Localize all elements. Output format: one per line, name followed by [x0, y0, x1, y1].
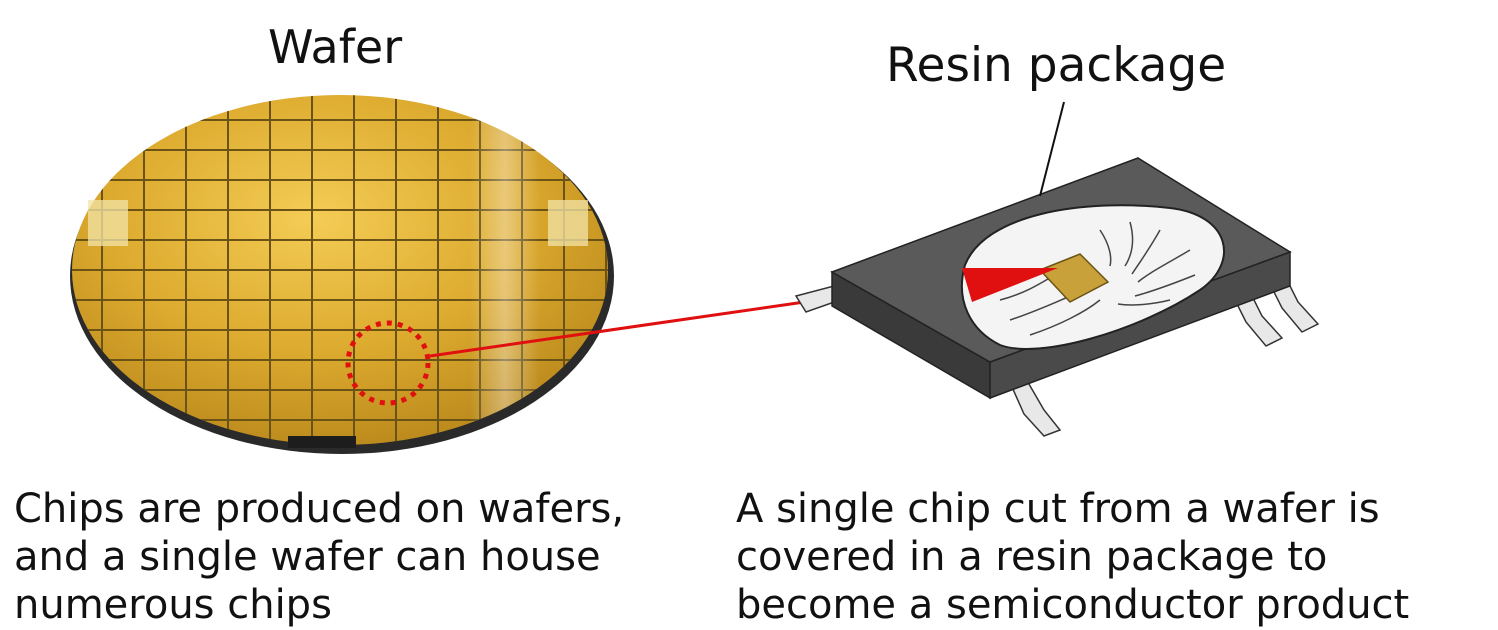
- package-caption-line-1: A single chip cut from a wafer is: [736, 486, 1380, 532]
- wafer-reflection: [470, 110, 540, 440]
- package-caption-line-3: become a semiconductor product: [736, 582, 1410, 628]
- title-leader-line: [1039, 101, 1065, 197]
- wafer-flat-left: [88, 200, 128, 246]
- resin-package-image: [794, 101, 1320, 437]
- wafer-caption-line-2: and a single wafer can house: [14, 534, 601, 580]
- wafer-caption: Chips are produced on wafers, and a sing…: [14, 485, 624, 629]
- lead-frame-wiring: [999, 221, 1196, 336]
- wafer-caption-line-1: Chips are produced on wafers,: [14, 486, 625, 532]
- wafer-notch: [288, 436, 356, 448]
- wafer-title: Wafer: [268, 20, 403, 74]
- wafer-flat-right: [548, 200, 588, 246]
- chip-pointer-arrow: [962, 268, 1058, 302]
- resin-package-title: Resin package: [886, 38, 1227, 93]
- wafer-caption-line-3: numerous chips: [14, 582, 332, 628]
- package-chip: [1038, 253, 1110, 303]
- wafer-image: [70, 95, 614, 454]
- package-caption-line-2: covered in a resin package to: [736, 534, 1328, 580]
- chip-highlight-circle: [345, 320, 431, 406]
- package-caption: A single chip cut from a wafer is covere…: [736, 485, 1409, 629]
